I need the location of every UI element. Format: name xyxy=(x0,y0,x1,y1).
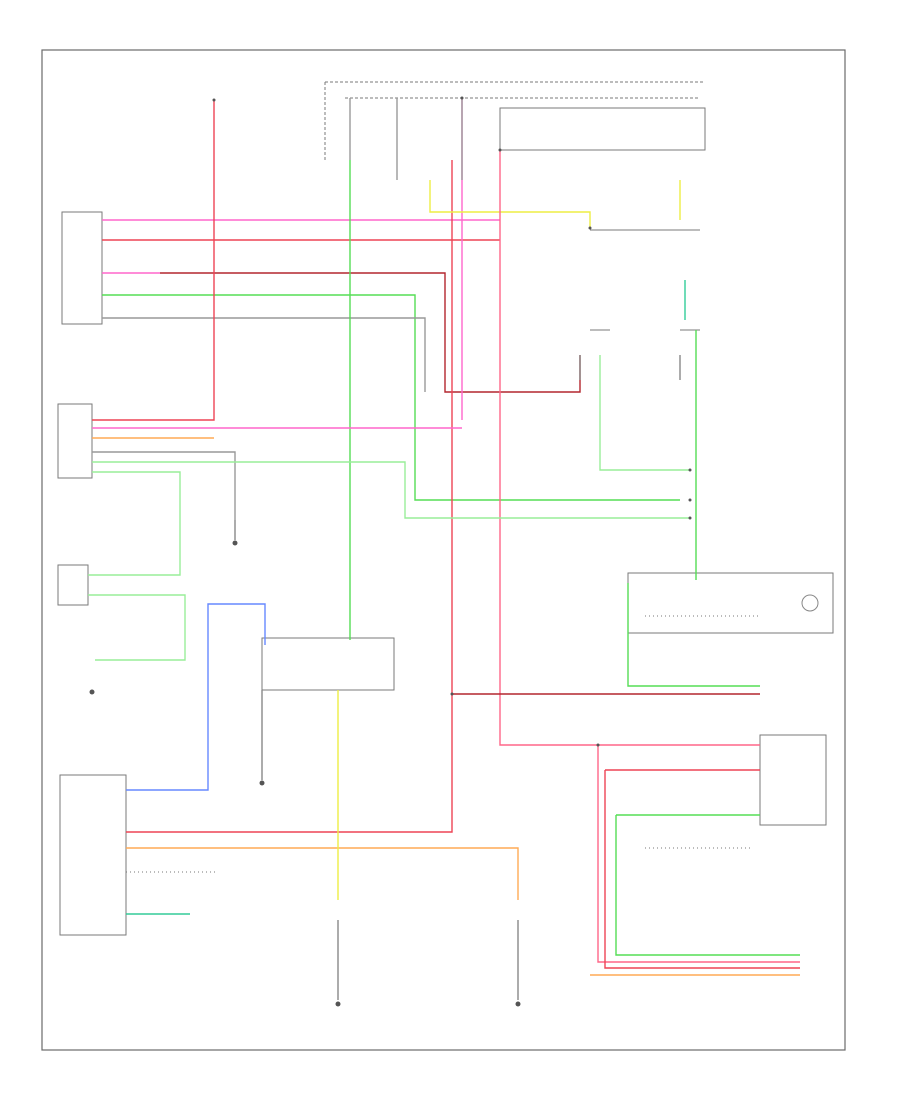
ground-point xyxy=(89,689,95,695)
wires xyxy=(88,98,800,1000)
wire-lightgreen-parking xyxy=(88,594,186,661)
connectors xyxy=(89,96,692,1007)
brake-switch-box xyxy=(59,774,127,936)
diagram-frame xyxy=(41,49,846,1051)
ground-point xyxy=(232,540,238,546)
relay-box xyxy=(499,107,706,151)
wire-gray-ground-headlamps xyxy=(579,355,681,380)
ground-point xyxy=(335,1001,341,1007)
wire-red-riser-left xyxy=(92,100,215,421)
connector-node xyxy=(212,98,216,102)
wire-green-lower-right xyxy=(615,815,800,956)
wire-pink-relay-drop xyxy=(499,150,760,746)
indicator-lamp-icon xyxy=(801,594,819,612)
component-outlines xyxy=(57,81,834,936)
parking-brake-switch-box xyxy=(57,564,89,606)
connector-node xyxy=(688,516,692,520)
wire-yellow-top xyxy=(429,180,591,228)
ground-point xyxy=(515,1001,521,1007)
wire-gray-row5 xyxy=(102,317,426,392)
ground-point xyxy=(259,780,265,786)
connector-node xyxy=(460,96,464,100)
wire-blue xyxy=(126,603,266,791)
wire-gray-fuse-drops xyxy=(349,98,463,180)
connector-node xyxy=(688,468,692,472)
wire-darkred-row3 xyxy=(160,272,581,393)
connector-node xyxy=(596,743,600,747)
wire-lightgreen-module xyxy=(599,355,690,471)
wire-green-cluster xyxy=(627,583,760,687)
lower-right-switch-box xyxy=(759,734,827,826)
headlamp-switch-box xyxy=(61,211,103,325)
wire-green-row4 xyxy=(102,294,680,501)
daytime-running-module-box xyxy=(261,637,395,691)
wire-red-fuse-column xyxy=(126,160,453,833)
wire-gray-multifunction xyxy=(92,451,236,520)
wire-orange-bottom xyxy=(126,847,519,900)
fuse-panel-outline xyxy=(324,81,705,160)
multifunction-switch-box xyxy=(57,403,93,479)
wire-pink-lower-right xyxy=(597,745,800,963)
wire-lightgreen-row1 xyxy=(92,461,690,519)
connector-node xyxy=(498,148,502,152)
wire-lightgreen-row2 xyxy=(88,471,181,576)
connector-node xyxy=(688,498,692,502)
wire-red-lower-right xyxy=(604,770,800,969)
connector-node xyxy=(450,692,454,696)
dotted-lines xyxy=(126,615,760,873)
connector-node xyxy=(588,226,592,230)
headlamp-switch-lines xyxy=(590,229,700,331)
